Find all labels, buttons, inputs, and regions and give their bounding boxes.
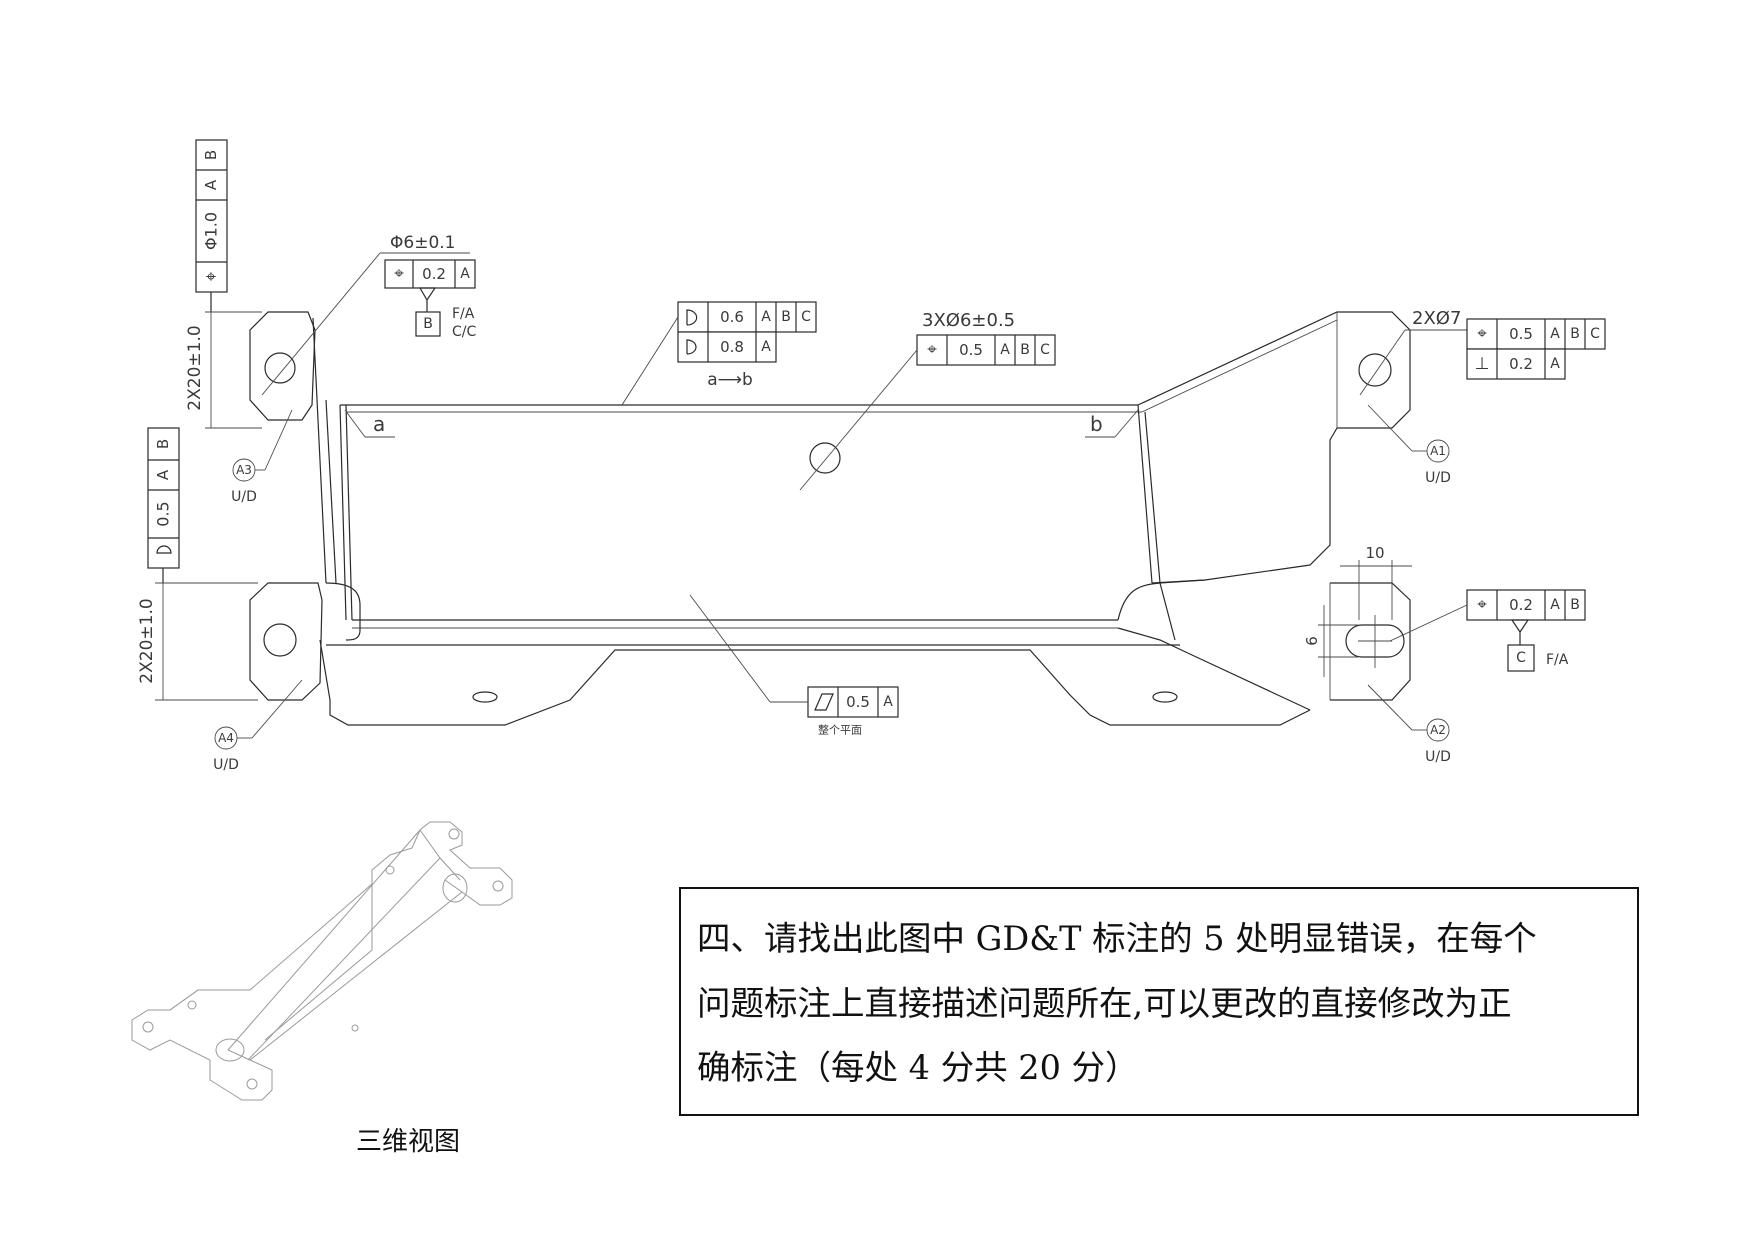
callout-text: 3XØ6±0.5 (922, 310, 1015, 331)
dim-text: 2X20±1.0 (137, 598, 157, 683)
fcf-datum: B (781, 309, 791, 325)
position-symbol: ⌖ (927, 340, 937, 360)
slot-callout: 10 6 ⌖ 0.2 A B C F/A (1303, 544, 1586, 677)
datum-note: F/A (452, 306, 475, 322)
hole-callout-center: 3XØ6±0.5 ⌖ 0.5 A B C (799, 310, 1056, 491)
question-line-3: 确标注（每处 4 分共 20 分） (697, 1048, 1139, 1087)
position-symbol: ⌖ (1477, 595, 1487, 615)
fcf-tolerance: 0.6 (720, 308, 744, 326)
fcf-datum: C (1040, 342, 1050, 358)
fcf-datum: B (1020, 342, 1030, 358)
fcf-datum: A (1550, 326, 1560, 342)
ud-note: U/D (213, 757, 239, 773)
position-symbol: ⌖ (206, 267, 216, 288)
target-label: A2 (1430, 723, 1446, 737)
datum-note: F/A (1546, 652, 1569, 668)
fcf-tolerance: 0.5 (1509, 325, 1533, 343)
between-label: a⟶b (707, 370, 753, 390)
fcf-datum: B (202, 150, 220, 160)
fcf-datum: C (1590, 326, 1600, 342)
fcf-datum: A (1000, 342, 1010, 358)
fcf-tolerance: 0.2 (1509, 355, 1533, 373)
fcf-tolerance: 0.8 (720, 338, 744, 356)
point-a: a (373, 412, 385, 436)
callout-text: 2XØ7 (1412, 308, 1461, 329)
target-label: A1 (1430, 444, 1446, 458)
position-symbol: ⌖ (1477, 324, 1487, 344)
ud-note: U/D (1425, 749, 1451, 765)
fcf-datum: A (761, 339, 771, 355)
flatness-note: 整个平面 (818, 723, 862, 737)
fcf-tolerance: 0.5 (846, 693, 870, 711)
fcf-tolerance: 0.5 (959, 341, 983, 359)
dim-left-lower: 2X20±1.0 (137, 582, 258, 701)
fcf-tolerance: 0.5 (154, 501, 173, 526)
datum-letter: C (1516, 650, 1526, 666)
point-markers: a b (344, 409, 1139, 438)
hole-callout-left: Φ6±0.1 ⌖ 0.2 A B F/A C/C (261, 233, 476, 396)
position-symbol: ⌖ (394, 264, 404, 284)
datum-note: C/C (452, 324, 476, 340)
fcf-flatness: 0.5 A 整个平面 (689, 594, 899, 737)
fcf-datum: A (883, 694, 893, 710)
fcf-datum: A (761, 309, 771, 325)
ud-note: U/D (231, 489, 257, 505)
fcf-datum: B (1570, 326, 1580, 342)
ud-note: U/D (1425, 470, 1451, 486)
datum-letter: B (423, 316, 433, 332)
dim-text: 6 (1303, 636, 1321, 646)
fcf-left-profile: 0.5 A B (147, 427, 180, 583)
question-box: 四、请找出此图中 GD&T 标注的 5 处明显错误，在每个 问题标注上直接描述问… (679, 887, 1639, 1116)
fcf-top-left: ⌖ Φ1.0 A B (195, 139, 228, 312)
datum-targets: A3 U/D A4 U/D A1 U/D A2 U/D (213, 404, 1451, 773)
dim-text: 10 (1365, 544, 1384, 562)
fcf-tolerance: 0.2 (1509, 596, 1533, 614)
point-b: b (1090, 412, 1103, 436)
iso-view (131, 821, 513, 1101)
dim-text: 2X20±1.0 (185, 325, 205, 410)
question-line-1: 四、请找出此图中 GD&T 标注的 5 处明显错误，在每个 (697, 919, 1537, 958)
fcf-datum: A (1550, 597, 1560, 613)
part-outline (249, 311, 1411, 726)
fcf-datum: B (154, 439, 172, 449)
fcf-datum: C (801, 309, 811, 325)
target-label: A4 (218, 731, 234, 745)
fcf-profile-top: 0.6 A B C 0.8 A a⟶b (621, 301, 817, 406)
hole-callout-right: 2XØ7 ⌖ 0.5 A B C ⊥ 0.2 A (1359, 308, 1606, 396)
fcf-datum: A (202, 179, 220, 190)
perpendicularity-symbol: ⊥ (1475, 354, 1490, 374)
fcf-tolerance: 0.2 (422, 265, 446, 283)
target-label: A3 (236, 463, 252, 477)
fcf-tolerance: Φ1.0 (202, 212, 221, 250)
callout-text: Φ6±0.1 (390, 233, 455, 253)
dim-left-upper: 2X20±1.0 (185, 311, 262, 429)
fcf-datum: A (154, 469, 172, 480)
fcf-datum: A (1550, 356, 1560, 372)
fcf-datum: A (460, 266, 470, 282)
question-line-2: 问题标注上直接描述问题所在,可以更改的直接修改为正 (697, 983, 1512, 1023)
fcf-datum: B (1570, 597, 1580, 613)
caption-3d-view: 三维视图 (356, 1127, 461, 1157)
